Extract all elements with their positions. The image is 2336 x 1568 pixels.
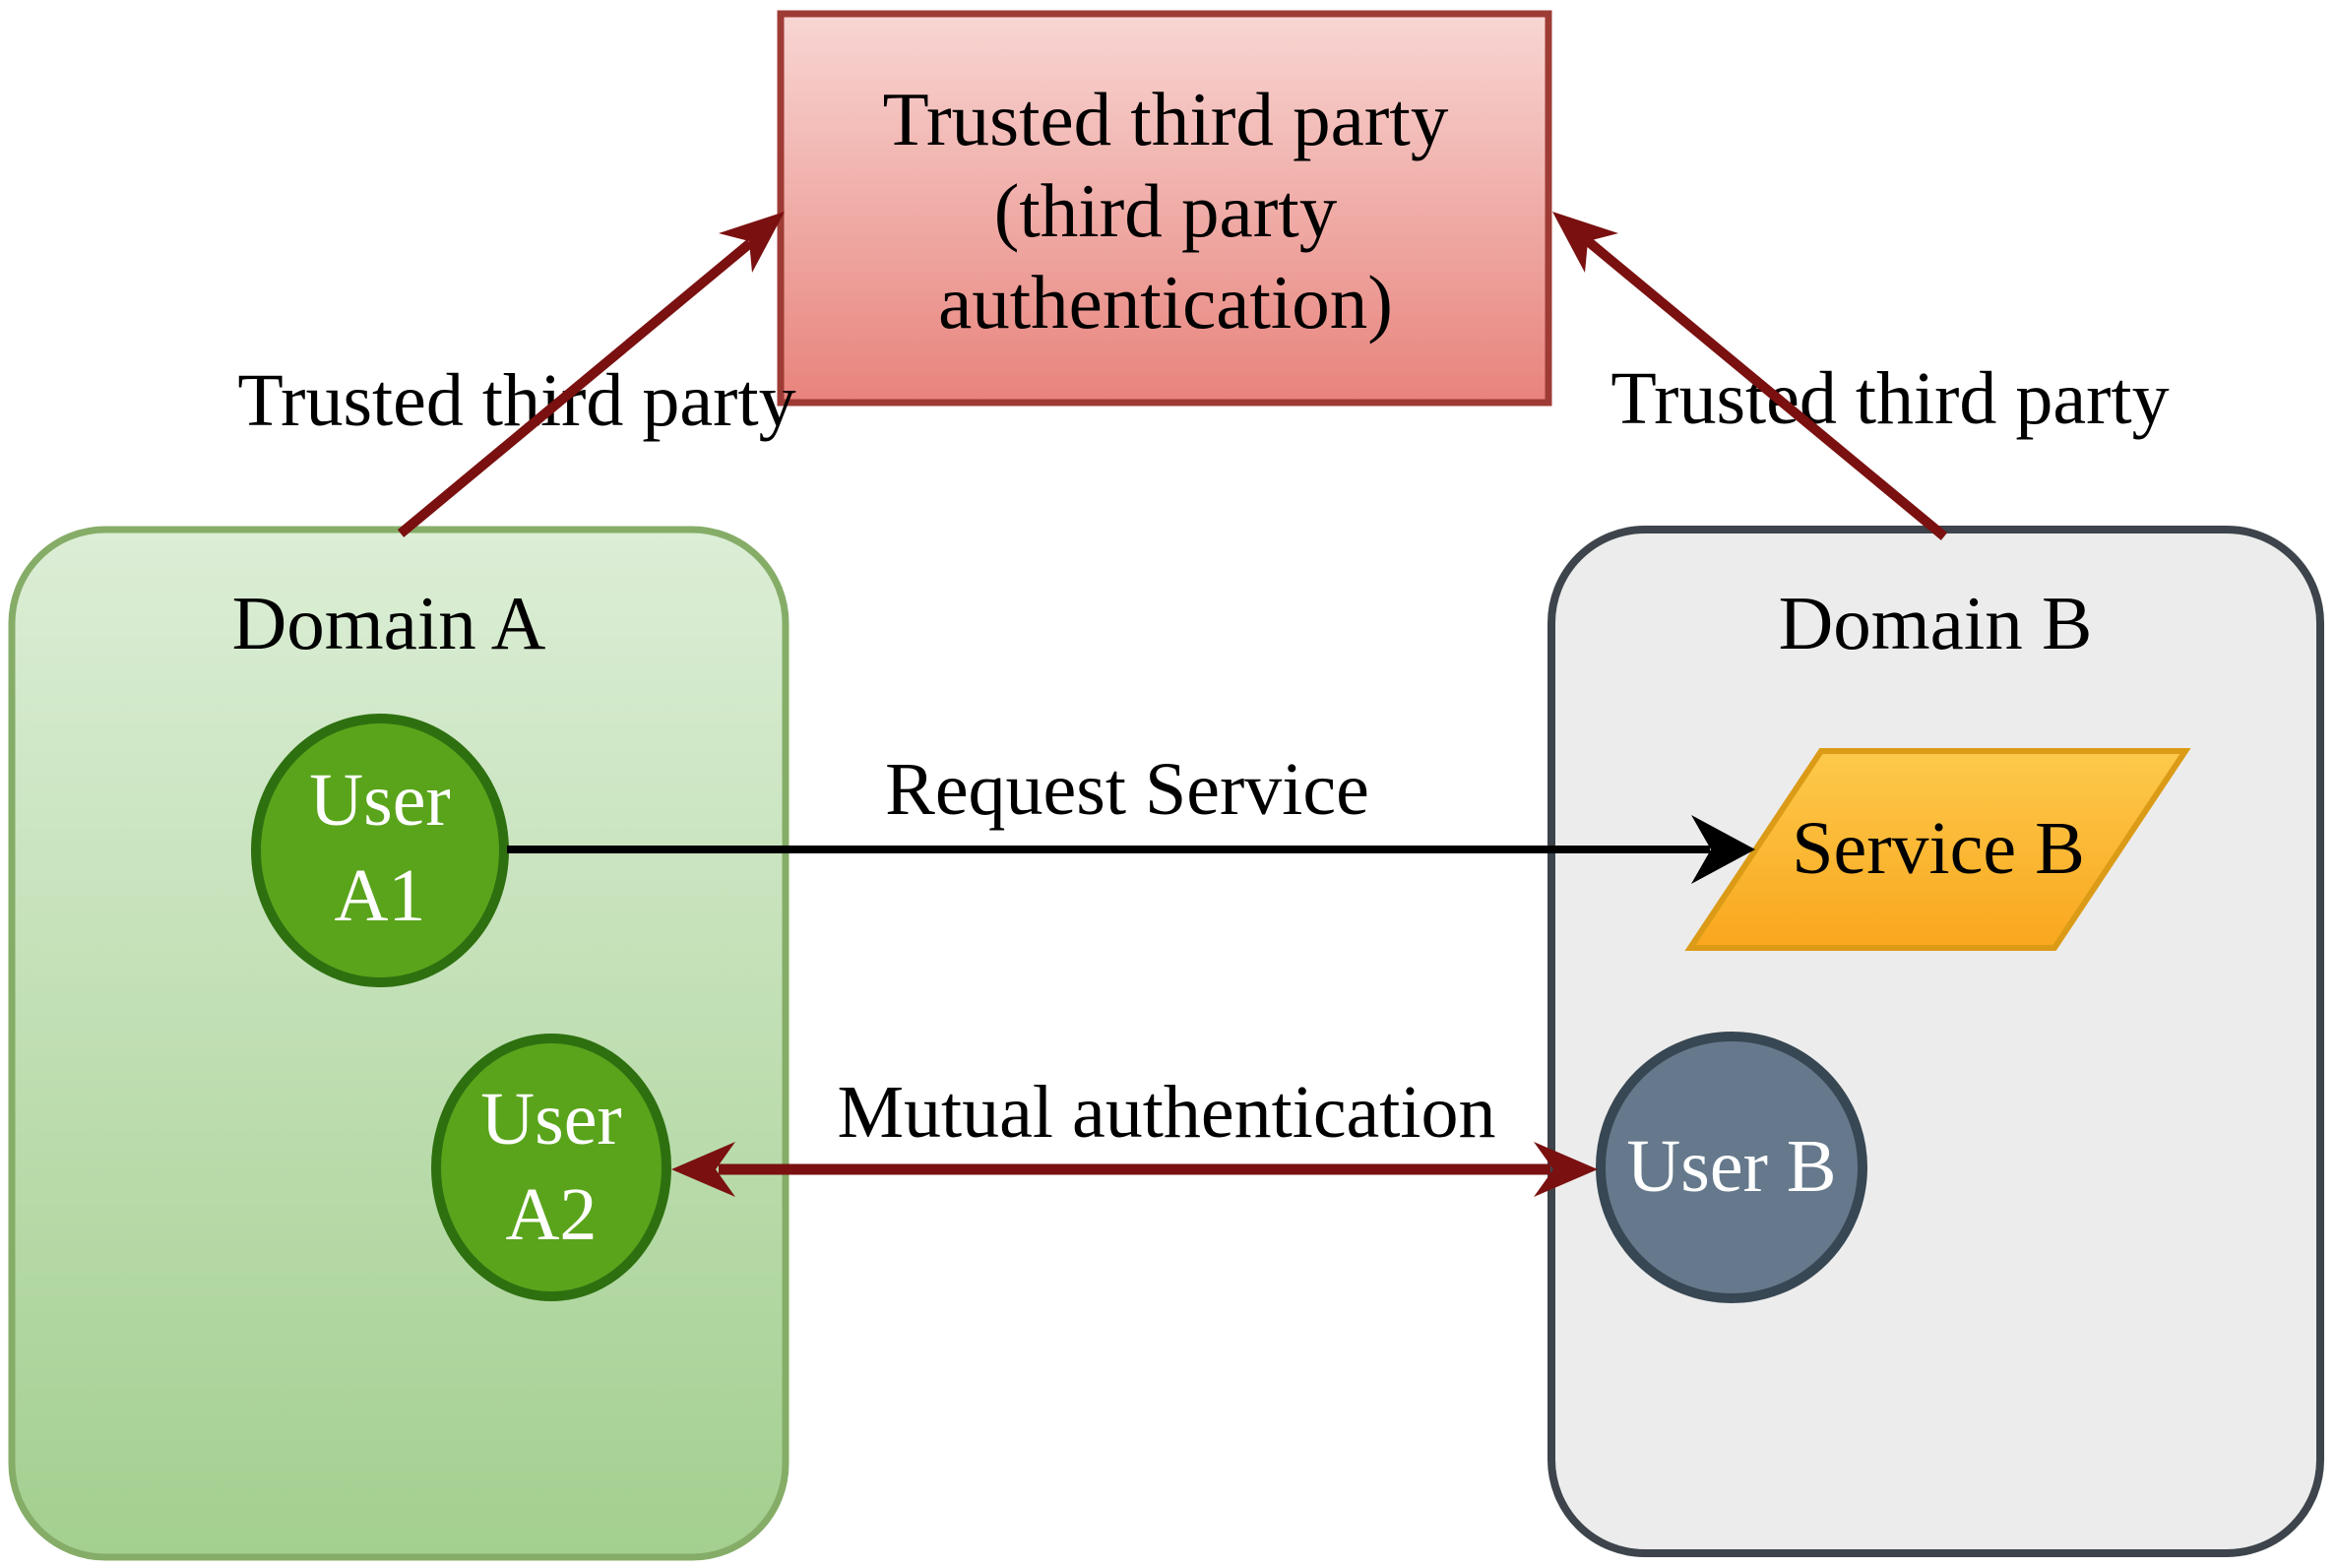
right-trust-arrow-line <box>1584 237 1948 540</box>
user-a2-node-border <box>431 1034 671 1301</box>
request-service-arrow <box>507 815 1755 884</box>
ttp-box-line1: Trusted third party <box>883 77 1449 161</box>
user-b-node <box>1601 1036 1862 1298</box>
user-a2-node <box>436 1038 666 1296</box>
left-trust-arrow-label: Trusted third party <box>237 359 795 442</box>
left-trust-arrow-line <box>397 239 754 537</box>
mutual-auth-arrowhead-right-icon <box>1534 1142 1598 1197</box>
user-a1-label-line1: User <box>309 759 451 842</box>
domain-b-title: Domain B <box>1779 581 2093 665</box>
service-b-label: Service B <box>1792 807 2085 890</box>
request-service-arrowhead-icon <box>1691 815 1755 884</box>
user-a2-label-line1: User <box>480 1078 622 1160</box>
request-service-label: Request Service <box>885 748 1369 831</box>
ttp-box-line3: authentication) <box>938 260 1393 345</box>
trusted-third-party-box <box>777 10 1552 407</box>
mutual-auth-label: Mutual authentication <box>837 1071 1495 1154</box>
user-a1-node <box>256 719 504 982</box>
user-a1-label-line2: A1 <box>335 854 426 937</box>
right-trust-arrow-label: Trusted third party <box>1610 357 2169 440</box>
mutual-auth-arrow <box>671 1142 1598 1197</box>
domain-b-box <box>1551 530 2320 1553</box>
user-a1-node-border <box>251 714 509 987</box>
domain-a-box <box>8 526 789 1561</box>
mutual-auth-arrowhead-left-icon <box>671 1142 735 1197</box>
user-b-label: User B <box>1626 1125 1836 1208</box>
left-trust-arrowhead-icon <box>719 212 785 273</box>
right-trust-arrowhead-icon <box>1552 212 1618 273</box>
user-a2-label-line2: A2 <box>506 1173 598 1256</box>
user-b-node-border <box>1596 1032 1867 1303</box>
service-b-node <box>1684 748 2191 951</box>
ttp-box-line2: (third party <box>994 168 1338 253</box>
domain-a-title: Domain A <box>232 581 546 665</box>
left-trust-arrow <box>397 212 785 537</box>
right-trust-arrow <box>1552 212 1948 540</box>
